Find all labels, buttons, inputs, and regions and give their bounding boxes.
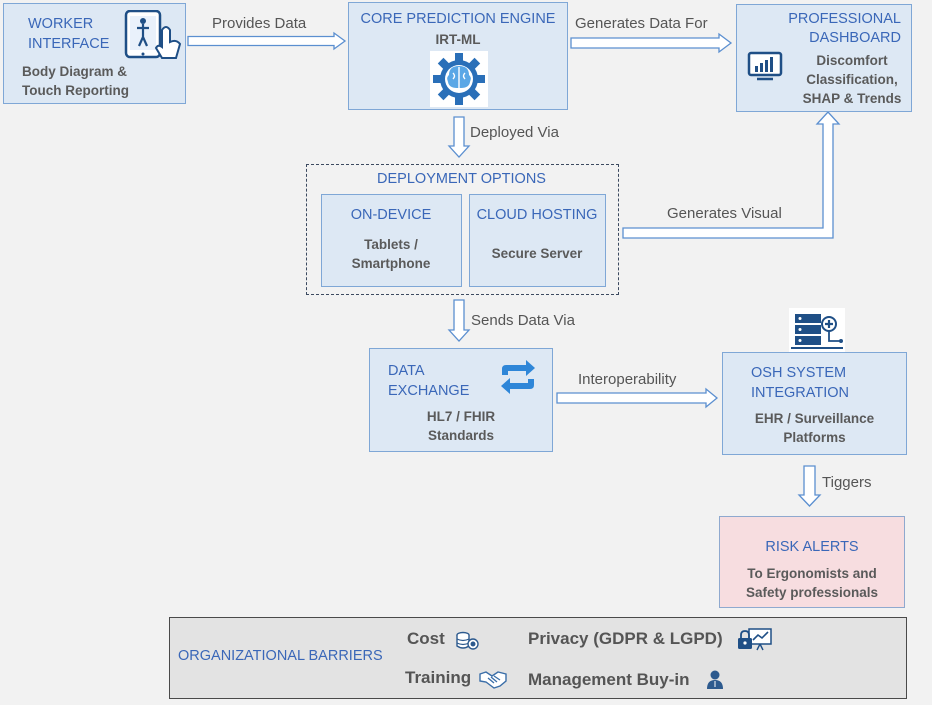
on-device-sub-line1: Tablets / [364,237,418,252]
worker-sub-line2: Touch Reporting [22,83,129,98]
arrow-generates-visual [622,111,841,239]
barrier-training: Training [405,668,472,687]
server-medical-icon [789,308,845,352]
on-device-sub-line2: Smartphone [351,256,431,271]
arrow-interoperability [556,387,719,409]
barrier-privacy: Privacy (GDPR & LGPD) [528,629,723,648]
worker-interface-box: WORKER INTERFACE Body Diagram & Touch Re… [3,3,186,104]
risk-alerts-box: RISK ALERTS To Ergonomists and Safety pr… [719,516,905,608]
engine-sub: IRT-ML [435,32,481,47]
brain-gear-icon [430,51,488,107]
alerts-sub-line2: Safety professionals [745,585,879,600]
worker-title-line1: WORKER [28,16,94,32]
label-generates-visual: Generates Visual [667,205,782,222]
worker-sub-line1: Body Diagram & [22,64,128,79]
osh-integration-box: OSH SYSTEM INTEGRATION EHR / Surveillanc… [722,352,907,455]
monitor-chart-icon [747,51,783,81]
osh-title-line1: OSH SYSTEM [751,365,847,381]
alerts-sub-line1: To Ergonomists and [747,566,877,581]
person-icon [707,670,723,689]
dashboard-sub-line2: Classification, [806,72,898,87]
data-exchange-box: DATA EXCHANGE HL7 / FHIR Standards [369,348,553,452]
exchange-title-line2: EXCHANGE [388,383,470,399]
label-sends-data-via: Sends Data Via [471,312,575,329]
cloud-hosting-box: CLOUD HOSTING Secure Server [469,194,606,287]
dashboard-title-line1: PROFESSIONAL [788,11,901,27]
tablet-touch-icon [124,10,182,59]
organizational-barriers-box: ORGANIZATIONAL BARRIERS Cost Privacy (GD… [169,617,907,699]
professional-dashboard-box: PROFESSIONAL DASHBOARD Discomfort Classi… [736,4,912,112]
osh-sub-line2: Platforms [783,430,846,445]
label-interoperability: Interoperability [578,371,677,388]
arrow-deployed-via [447,116,471,158]
cloud-hosting-title: CLOUD HOSTING [476,207,598,223]
label-provides-data: Provides Data [212,15,307,32]
coins-icon [456,631,479,650]
label-deployed-via: Deployed Via [470,124,559,141]
label-generates-data-for: Generates Data For [575,15,708,32]
alerts-title: RISK ALERTS [765,539,859,555]
lock-board-icon [738,628,772,651]
on-device-title: ON-DEVICE [350,207,432,223]
deployment-options-container: DEPLOYMENT OPTIONS ON-DEVICE Tablets / S… [306,164,619,295]
exchange-title-line1: DATA [388,363,425,379]
cloud-hosting-sub: Secure Server [491,246,583,261]
barriers-title: ORGANIZATIONAL BARRIERS [178,648,383,664]
arrow-provides-data [187,31,347,51]
arrow-triggers [797,465,822,507]
barrier-cost: Cost [407,629,445,648]
exchange-sub-line1: HL7 / FHIR [426,409,496,424]
dashboard-title-line2: DASHBOARD [809,30,901,46]
barrier-management: Management Buy-in [528,670,690,689]
arrow-generates-data-for [570,32,733,54]
on-device-box: ON-DEVICE Tablets / Smartphone [321,194,462,287]
arrow-sends-data-via [447,299,471,342]
label-triggers: Tiggers [822,474,872,491]
dashboard-sub-line1: Discomfort [816,53,888,68]
sync-arrows-icon [501,360,535,394]
exchange-sub-line2: Standards [427,428,495,443]
deployment-title: DEPLOYMENT OPTIONS [377,171,546,187]
handshake-icon [479,671,507,689]
engine-title: CORE PREDICTION ENGINE [360,11,556,27]
worker-title-line2: INTERFACE [28,36,110,52]
dashboard-sub-line3: SHAP & Trends [802,91,902,106]
core-prediction-engine-box: CORE PREDICTION ENGINE IRT-ML [348,2,568,110]
osh-sub-line1: EHR / Surveillance [754,411,875,426]
osh-title-line2: INTEGRATION [751,385,850,401]
